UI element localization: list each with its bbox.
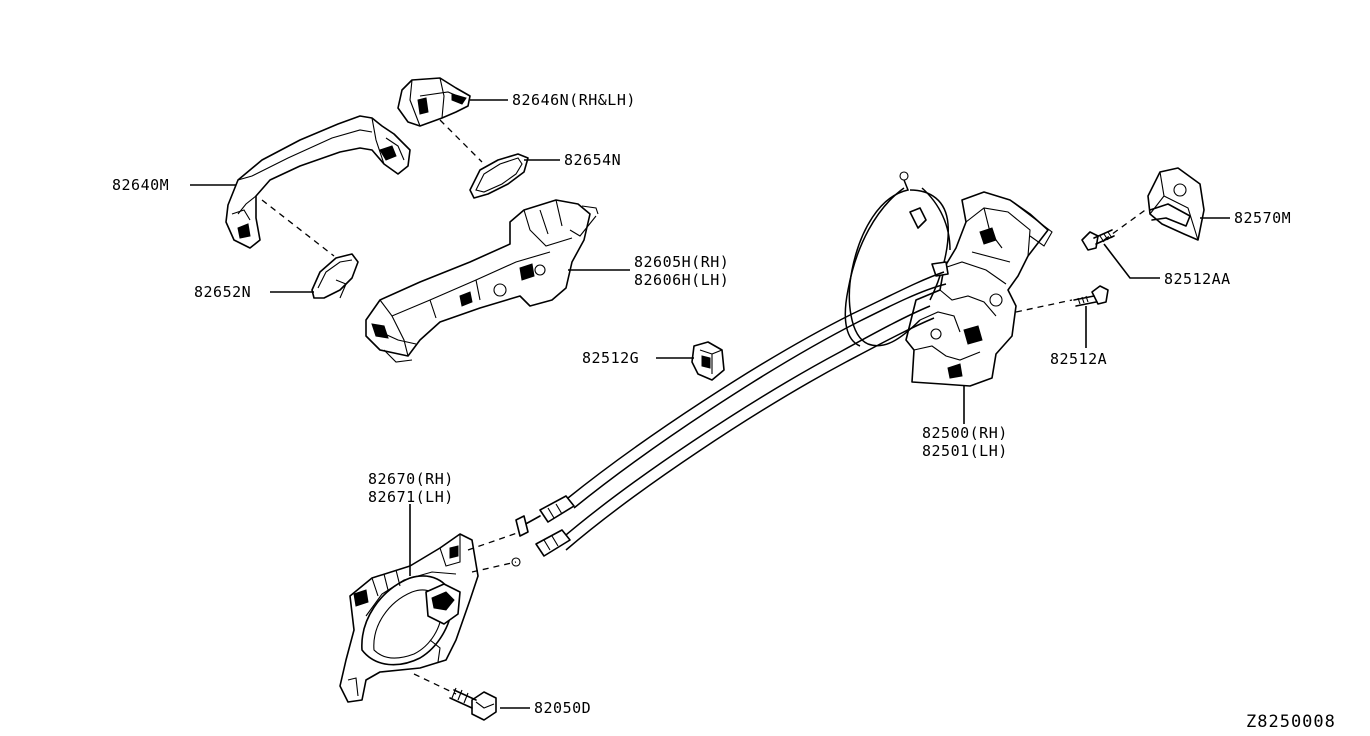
label-82606h: 82606H(LH) bbox=[634, 271, 729, 289]
clip-part bbox=[691, 341, 725, 381]
leader-lines bbox=[190, 99, 1230, 709]
label-82050d: 82050D bbox=[534, 699, 591, 717]
label-82512a: 82512A bbox=[1050, 350, 1107, 368]
outside-handle-part bbox=[225, 115, 411, 249]
cable-assembly bbox=[511, 271, 947, 567]
label-82605h: 82605H(RH) bbox=[634, 253, 729, 271]
gasket-part bbox=[469, 153, 529, 199]
handle-bracket-part bbox=[365, 199, 599, 363]
handle-gasket-part bbox=[311, 253, 359, 299]
label-82512aa: 82512AA bbox=[1164, 270, 1231, 288]
striker-part bbox=[1147, 167, 1205, 241]
label-82652n: 82652N bbox=[194, 283, 251, 301]
label-82500: 82500(RH) bbox=[922, 424, 1008, 442]
lock-screw-part bbox=[1073, 285, 1109, 307]
diagram-reference-code: Z8250008 bbox=[1246, 712, 1336, 732]
bolt-part bbox=[449, 687, 497, 721]
label-82670: 82670(RH) bbox=[368, 470, 454, 488]
label-82570m: 82570M bbox=[1234, 209, 1291, 227]
striker-screw-part bbox=[1081, 229, 1115, 251]
label-82501: 82501(LH) bbox=[922, 442, 1008, 460]
label-82640m: 82640M bbox=[112, 176, 169, 194]
label-82671: 82671(LH) bbox=[368, 488, 454, 506]
handle-end-cap-part bbox=[397, 77, 471, 127]
label-82512g: 82512G bbox=[582, 349, 639, 367]
label-82654n: 82654N bbox=[564, 151, 621, 169]
door-lock-actuator-part bbox=[844, 171, 1053, 387]
assembly-dash-lines bbox=[261, 119, 1149, 695]
label-82646n: 82646N(RH&LH) bbox=[512, 91, 636, 109]
part-labels: 82646N(RH&LH) 82654N 82640M 82652N 82605… bbox=[112, 91, 1291, 717]
inside-handle-part bbox=[339, 533, 479, 703]
